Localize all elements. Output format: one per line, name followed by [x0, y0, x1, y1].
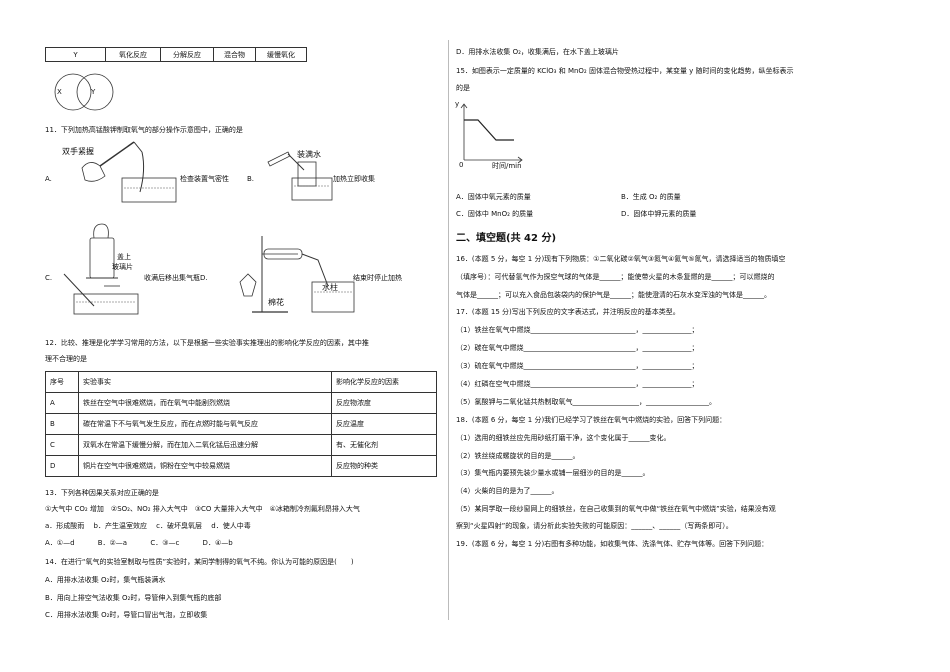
- q12-stem-line-1: 12．比较、推理是化学学习常用的方法，以下是根据一些实验事实推理出的影响化学反应…: [45, 339, 369, 347]
- q13-effects: a．形成酸雨 b．产生温室效应 c．破坏臭氧层 d．使人中毒: [45, 522, 251, 530]
- q11-figure-c-label-1: 盖上: [117, 253, 131, 261]
- q11-figure-a-label: 双手紧握: [62, 147, 94, 156]
- q12-row-b-fact: 碳在常温下不与氧气发生反应，而在点燃时能与氧气反应: [78, 413, 332, 435]
- q12-header-factor: 影响化学反应的因素: [331, 371, 437, 393]
- q18-item-2: （2）铁丝绕成螺旋状的目的是______。: [456, 452, 580, 460]
- q11-figure-d-label-1: 棉花: [268, 298, 284, 307]
- q12-row-a-fact: 铁丝在空气中很难燃烧，而在氧气中能剧烈燃烧: [78, 392, 332, 414]
- cell-y: Y: [45, 47, 106, 62]
- q11-stem: 11．下列加热高锰酸钾制取氧气的部分操作示意图中，正确的是: [45, 126, 243, 134]
- q11-option-b-label: B.: [247, 175, 255, 183]
- q12-row-c-factor: 有、无催化剂: [331, 434, 437, 456]
- q16-line-1: 16．(本题 5 分，每空 1 分)现有下列物质：①二氧化碳②氧气③氮气④氦气⑤…: [456, 255, 786, 263]
- q12-header-no: 序号: [45, 371, 79, 393]
- venn-label-y: Y: [91, 88, 96, 96]
- q11-figure-d: [239, 236, 355, 313]
- q11-option-d-text: 结束时停止加热: [353, 274, 402, 282]
- q11-option-c-label: C.: [45, 274, 53, 282]
- q18-item-1: （1）选用的细铁丝应先用砂纸打磨干净，这个变化属于______变化。: [456, 434, 671, 442]
- cell-oxidation: 氧化反应: [105, 47, 161, 62]
- q15-stem-line-1: 15．如图表示一定质量的 KClO₃ 和 MnO₂ 固体混合物受热过程中，某变量…: [456, 67, 794, 75]
- q14-option-c: C．用排水法收集 O₂时，导管口冒出气泡，立即收集: [45, 611, 208, 619]
- cell-decomposition: 分解反应: [160, 47, 214, 62]
- section-title: 二、填空题(共 42 分): [456, 233, 557, 244]
- q16-line-3: 气体是______；可以充入食品包装袋内的保护气是______；能使澄清的石灰水…: [456, 291, 771, 299]
- q15-option-c: C．固体中 MnO₂ 的质量: [456, 210, 534, 218]
- q11-figure-b-label: 装满水: [297, 150, 321, 159]
- q17-item-5: （5）氯酸钾与二氧化锰共热制取氧气___________________，___…: [456, 398, 716, 406]
- q17-stem: 17．(本题 15 分)写出下列反应的文字表达式，并注明反应的基本类型。: [456, 308, 680, 316]
- q11-figure-d-label-2: 水柱: [322, 283, 338, 292]
- q14-option-a: A．用排水法收集 O₂时，集气瓶装满水: [45, 576, 166, 584]
- q13-causes: ①大气中 CO₂ 增加 ②SO₂、NO₂ 排入大气中 ③CO 大量排入大气中 ④…: [45, 505, 360, 513]
- q11-figure-a: [81, 141, 177, 203]
- q18-item-3: （3）集气瓶内要预先装少量水或铺一层细沙的目的是______。: [456, 469, 650, 477]
- q16-line-2: （填序号）：可代替氢气作为探空气球的气体是______；能使带火星的木条复燃的是…: [456, 273, 775, 281]
- column-divider: [448, 40, 449, 620]
- q15-option-b: B．生成 O₂ 的质量: [621, 193, 681, 201]
- q11-option-a-label: A.: [45, 175, 52, 183]
- q12-header-fact: 实验事实: [78, 371, 332, 393]
- q14-option-d: D．用排水法收集 O₂，收集满后，在水下盖上玻璃片: [456, 48, 619, 56]
- q15-stem-line-2: 的是: [456, 84, 470, 92]
- q17-item-3: （3）硫在氧气中燃烧______________________________…: [456, 362, 699, 370]
- q18-item-5-line-1: （5）某同学取一段纱窗网上的细铁丝，在自己收集到的氧气中做“铁丝在氧气中燃烧”实…: [456, 505, 776, 513]
- q15-graph-origin: 0: [459, 161, 464, 169]
- q11-option-c-text: 收满后移出集气瓶D.: [144, 274, 208, 282]
- q18-stem: 18．(本题 6 分，每空 1 分)我们已经学习了铁丝在氧气中燃烧的实验，回答下…: [456, 416, 727, 424]
- q17-item-4: （4）红磷在空气中燃烧_____________________________…: [456, 380, 699, 388]
- q19-stem: 19．(本题 6 分，每空 1 分)右图有多种功能，如收集气体、洗涤气体、贮存气…: [456, 540, 769, 548]
- q12-row-d-factor: 反应物的种类: [331, 455, 437, 477]
- q11-option-b-text: 加热立即收集: [333, 175, 375, 183]
- cell-mixture: 混合物: [213, 47, 256, 62]
- q11-figure-c-label-2: 玻璃片: [112, 263, 133, 271]
- q12-row-a-no: A: [45, 392, 79, 414]
- q12-row-c-fact: 双氧水在常温下缓慢分解，而在加入二氧化锰后迅速分解: [78, 434, 332, 456]
- q17-item-1: （1）铁丝在氧气中燃烧_____________________________…: [456, 326, 699, 334]
- venn-diagram: [54, 73, 114, 111]
- q14-option-b: B．用向上排空气法收集 O₂时，导管伸入到集气瓶的底部: [45, 594, 222, 602]
- q15-option-d: D．固体中钾元素的质量: [621, 210, 697, 218]
- venn-label-x: X: [57, 88, 62, 96]
- q11-figure-b: [267, 151, 333, 201]
- q12-row-d-no: D: [45, 455, 79, 477]
- cell-slow-oxidation: 缓慢氧化: [255, 47, 307, 62]
- q12-row-d-fact: 铜片在空气中很难燃烧，铜粉在空气中较易燃烧: [78, 455, 332, 477]
- q11-figure-c: [63, 223, 139, 315]
- q18-item-5-line-2: 察到“火星四射”的现象，请分析此实验失败的可能原因：______、______（…: [456, 522, 733, 530]
- q12-row-b-no: B: [45, 413, 79, 435]
- q12-row-b-factor: 反应温度: [331, 413, 437, 435]
- relation-table: Y 氧化反应 分解反应 混合物 缓慢氧化: [45, 47, 307, 62]
- q13-options: A．①—d B．②—a C．③—c D．④—b: [45, 539, 233, 547]
- q12-table: 序号 实验事实 影响化学反应的因素 A 铁丝在空气中很难燃烧，而在氧气中能剧烈燃…: [45, 371, 437, 477]
- q12-row-a-factor: 反应物浓度: [331, 392, 437, 414]
- q11-option-a-text: 检查装置气密性: [180, 175, 229, 183]
- q12-stem-line-2: 理不合理的是: [45, 355, 87, 363]
- q13-stem: 13．下列各种因果关系对应正确的是: [45, 489, 159, 497]
- q14-stem: 14．在进行“氧气的实验室制取与性质”实验时，某同学制得的氧气不纯。你认为可能的…: [45, 558, 354, 566]
- q17-item-2: （2）碳在氧气中燃烧______________________________…: [456, 344, 699, 352]
- q15-graph-y-label: y: [455, 100, 460, 108]
- q18-item-4: （4）火柴的目的是为了______。: [456, 487, 559, 495]
- q15-graph: [460, 103, 523, 164]
- q15-graph-x-label: 时间/min: [492, 162, 522, 170]
- q15-option-a: A．固体中氧元素的质量: [456, 193, 531, 201]
- q12-row-c-no: C: [45, 434, 79, 456]
